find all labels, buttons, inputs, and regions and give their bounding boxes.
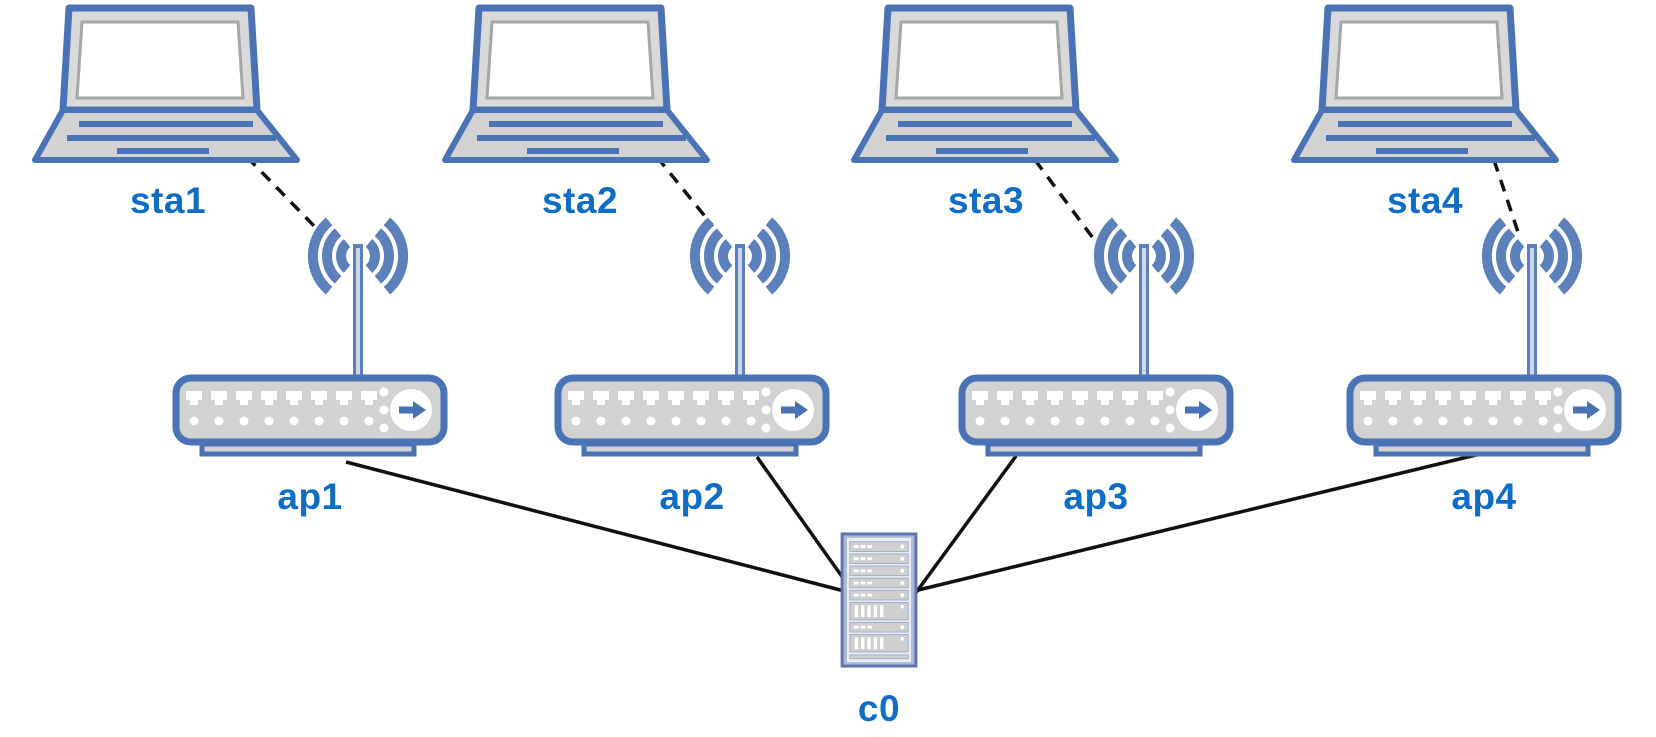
access-point-icon-ap2 [558,221,826,454]
access-point-icon-ap4 [1350,221,1618,454]
label-sta3: sta3 [947,180,1025,221]
label-sta1: sta1 [129,180,207,221]
wired-link-ap1-c0 [345,460,849,594]
label-ap3: ap3 [1063,476,1129,517]
label-c0: c0 [857,688,901,729]
label-sta4: sta4 [1386,180,1464,221]
wired-link-ap2-c0 [755,455,850,587]
label-ap2: ap2 [659,476,725,517]
wired-link-ap3-c0 [910,454,1018,600]
label-sta2: sta2 [541,180,619,221]
wireless-link-sta3-ap3 [1033,158,1095,240]
laptop-icon-sta2 [445,8,707,160]
wireless-link-sta1-ap1 [245,155,320,232]
wireless-link-sta2-ap2 [655,155,714,227]
server-rack-icon-c0 [840,532,918,668]
laptop-icon-sta1 [35,8,297,160]
wired-link-ap4-c0 [909,452,1481,594]
laptop-icon-sta3 [854,8,1116,160]
laptop-icon-sta4 [1294,8,1556,160]
label-ap4: ap4 [1451,476,1517,517]
access-point-icon-ap1 [176,221,444,454]
wireless-link-sta4-ap4 [1492,159,1520,233]
label-ap1: ap1 [277,476,343,517]
access-point-icon-ap3 [962,221,1230,454]
